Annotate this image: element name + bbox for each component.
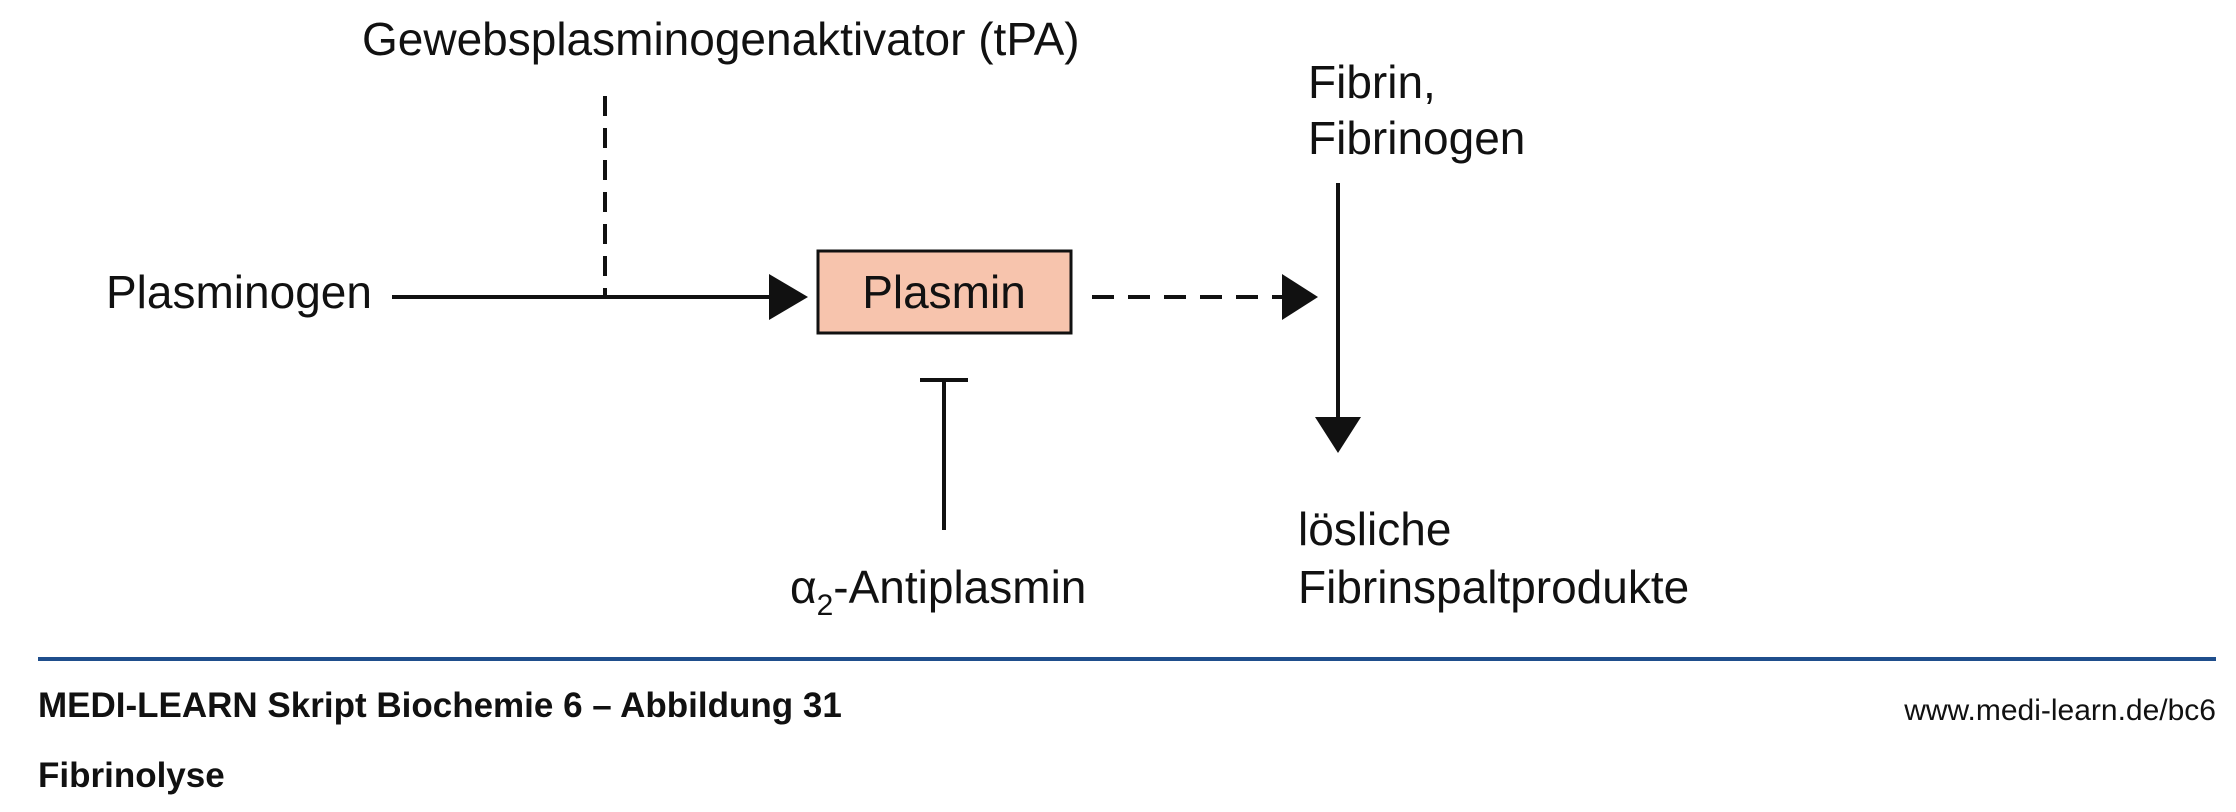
- antiplasmin-label: α2-Antiplasmin: [790, 561, 1086, 622]
- plasminogen-label: Plasminogen: [106, 266, 372, 318]
- degradation-arrowhead: [1315, 417, 1361, 453]
- fibrin-label: Fibrin,: [1308, 56, 1436, 108]
- tpa-label: Gewebsplasminogenaktivator (tPA): [362, 13, 1080, 65]
- plasmin-label: Plasmin: [862, 266, 1026, 318]
- antiplasmin-alpha: α: [790, 561, 817, 613]
- products-label-line1: lösliche: [1298, 503, 1451, 555]
- source-link[interactable]: www.medi-learn.de/bc6: [1904, 694, 2216, 727]
- fibrinogen-label: Fibrinogen: [1308, 112, 1525, 164]
- conversion-arrowhead: [769, 274, 808, 320]
- products-label-line2: Fibrinspaltprodukte: [1298, 561, 1689, 613]
- figure-caption: Fibrinolyse: [38, 756, 225, 795]
- antiplasmin-name: -Antiplasmin: [833, 561, 1086, 613]
- plasmin-box: [816, 249, 1073, 335]
- figure-title: MEDI-LEARN Skript Biochemie 6 – Abbildun…: [38, 686, 842, 725]
- antiplasmin-subscript: 2: [817, 589, 834, 622]
- cleavage-arrowhead: [1282, 274, 1318, 320]
